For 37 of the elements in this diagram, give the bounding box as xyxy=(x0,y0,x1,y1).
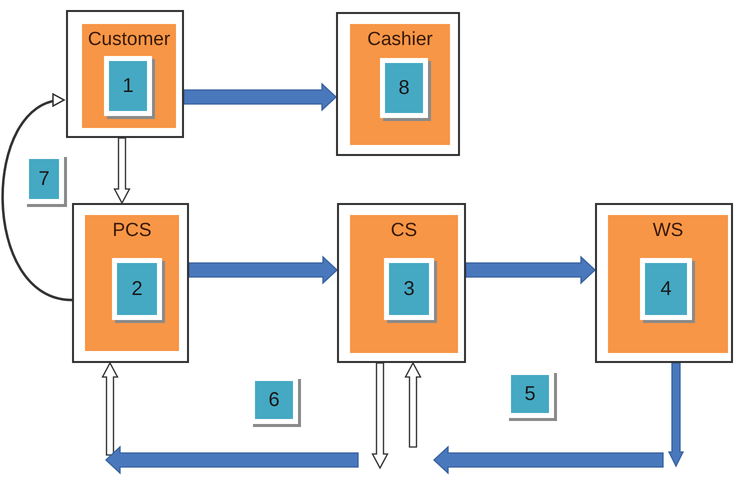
frame-box xyxy=(337,203,466,363)
hollow-arrow xyxy=(101,362,119,456)
frame-box xyxy=(66,10,184,138)
actor-name: PCS xyxy=(111,219,153,243)
number-label: 7 xyxy=(38,167,50,192)
number-label: 3 xyxy=(403,277,415,302)
frame-box xyxy=(72,203,189,363)
number-tile xyxy=(112,258,162,320)
actor-name: Customer xyxy=(86,28,172,52)
block-arrow xyxy=(465,256,596,284)
frame-box xyxy=(595,203,733,363)
number-label: 8 xyxy=(398,76,410,101)
loop-arrow xyxy=(1,95,72,302)
number-tile xyxy=(104,56,152,116)
hollow-arrow xyxy=(371,362,389,470)
actor-name: WS xyxy=(652,219,684,243)
hollow-arrow xyxy=(404,362,422,448)
actor-panel xyxy=(82,24,176,128)
actor-panel xyxy=(608,215,728,353)
actor-panel xyxy=(350,24,450,145)
number-label: 6 xyxy=(268,388,280,413)
number-label: 5 xyxy=(524,382,536,407)
number-label: 1 xyxy=(122,74,134,99)
number-tile xyxy=(384,258,434,320)
block-arrow xyxy=(668,362,684,468)
actor-panel xyxy=(85,215,179,351)
actor-name: CS xyxy=(390,219,418,243)
hollow-arrow xyxy=(113,137,131,204)
block-arrow xyxy=(188,256,338,284)
frame-box xyxy=(336,12,460,156)
number-tile xyxy=(380,58,428,118)
number-label: 4 xyxy=(660,277,672,302)
block-arrow xyxy=(183,82,337,112)
number-tile xyxy=(640,258,692,320)
number-label: 2 xyxy=(131,277,143,302)
actor-name: Cashier xyxy=(366,28,434,52)
actor-panel xyxy=(350,215,458,353)
